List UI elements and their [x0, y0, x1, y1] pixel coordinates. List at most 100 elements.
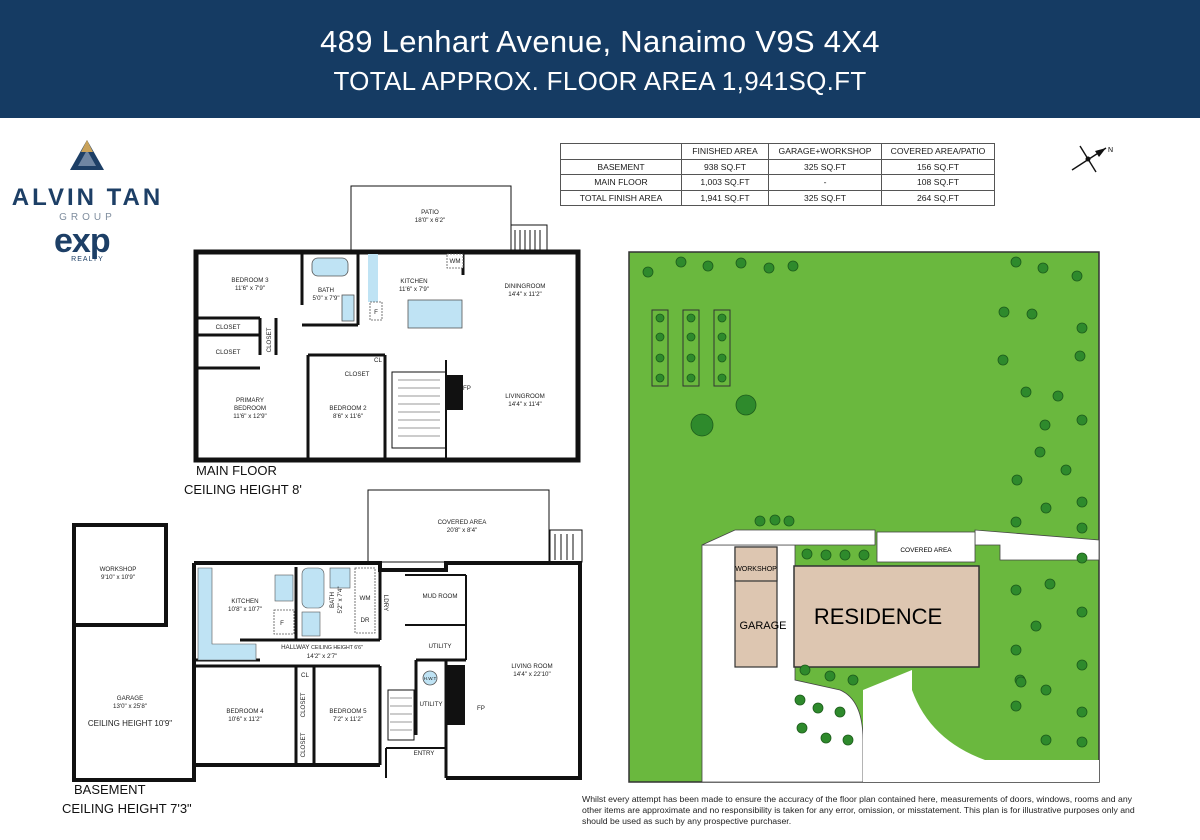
tree-icon: [655, 332, 665, 342]
tree-icon: [754, 515, 766, 527]
tree-icon: [675, 256, 687, 268]
main-stairs: [391, 371, 447, 449]
table-row: TOTAL FINISH AREA 1,941 SQ.FT 325 SQ.FT …: [560, 189, 995, 206]
fridge-icon: [273, 609, 295, 635]
closet-label: CLOSET: [300, 692, 307, 717]
table-header: [560, 143, 682, 160]
main-floor-title: MAIN FLOOR: [196, 463, 277, 478]
table-cell: 156 SQ.FT: [881, 158, 995, 175]
site-residence-label: RESIDENCE: [814, 604, 942, 629]
tree-icon: [787, 260, 799, 272]
washer-icon: [446, 253, 464, 269]
primary-dim: 11'6" x 12'9": [233, 413, 266, 420]
table-cell: 938 SQ.FT: [681, 158, 769, 175]
bedroom4-label: BEDROOM 4: [226, 708, 264, 715]
hallway-ceiling: CEILING HEIGHT 6'6": [311, 645, 363, 651]
closet-label: CLOSET: [300, 732, 307, 757]
mountain-logo-icon: [70, 140, 104, 170]
bedroom2-dim: 8'6" x 11'6": [333, 413, 363, 420]
tree-icon: [1020, 386, 1032, 398]
hallway-label: HALLWAY CEILING HEIGHT 6'6": [281, 644, 363, 651]
garage-dim: 13'0" x 25'8": [113, 703, 147, 710]
tree-icon: [812, 702, 824, 714]
table-row: MAIN FLOOR 1,003 SQ.FT - 108 SQ.FT: [560, 174, 995, 191]
tree-icon: [1076, 522, 1088, 534]
tree-icon: [1040, 502, 1052, 514]
tree-icon: [655, 373, 665, 383]
tree-icon: [858, 549, 870, 561]
tree-icon: [735, 394, 757, 416]
closet-label: CLOSET: [216, 349, 241, 356]
site-garage-label: GARAGE: [739, 620, 786, 632]
tree-icon: [702, 260, 714, 272]
patio: [350, 185, 512, 253]
tree-icon: [1076, 706, 1088, 718]
closet-label: CLOSET: [216, 324, 241, 331]
area-summary-table: FINISHED AREA GARAGE+WORKSHOP COVERED AR…: [560, 143, 995, 206]
kitchen-dim: 11'6" x 7'9": [399, 286, 429, 293]
tree-icon: [820, 732, 832, 744]
living-dim: 14'4" x 11'4": [508, 401, 541, 408]
tree-icon: [717, 313, 727, 323]
living-label: LIVINGROOM: [505, 393, 545, 400]
hwt-label: H.W.T: [424, 676, 437, 681]
ldry-label: LDRY: [382, 595, 389, 611]
bedroom3-label: BEDROOM 3: [231, 277, 269, 284]
site-workshop-label: WORKSHOP: [735, 566, 777, 573]
counter-icon: [368, 254, 378, 302]
dr-label: DR: [361, 617, 370, 624]
compass-icon: N: [1071, 145, 1113, 173]
tree-icon: [783, 515, 795, 527]
primary-label-2: BEDROOM: [234, 405, 266, 412]
tree-icon: [1034, 446, 1046, 458]
f-label: F: [374, 309, 378, 316]
tree-icon: [839, 549, 851, 561]
tree-icon: [686, 353, 696, 363]
tree-icon: [1071, 270, 1083, 282]
tree-icon: [690, 413, 714, 437]
primary-label: PRIMARY: [236, 397, 264, 404]
site-covered-area: [876, 531, 976, 563]
bedroom3-dim: 11'6" x 7'9": [235, 285, 265, 292]
tree-icon: [642, 266, 654, 278]
bath-dim: 5'2" x 7'4": [337, 586, 344, 613]
site-garage: [734, 546, 778, 668]
tree-icon: [769, 514, 781, 526]
dining-dim: 14'4" x 11'2": [508, 291, 541, 298]
workshop-label: WORKSHOP: [100, 566, 137, 573]
table-cell: 325 SQ.FT: [768, 158, 882, 175]
bedroom2-label: BEDROOM 2: [329, 405, 367, 412]
property-address: 489 Lenhart Avenue, Nanaimo V9S 4X4: [320, 24, 880, 59]
table-header: GARAGE+WORKSHOP: [768, 143, 882, 160]
patio-label: PATIO: [421, 209, 439, 216]
tree-icon: [735, 257, 747, 269]
table-cell: TOTAL FINISH AREA: [560, 189, 682, 206]
disclaimer-text: Whilst every attempt has been made to en…: [582, 794, 1135, 827]
mud-room-label: MUD ROOM: [422, 593, 457, 600]
main-floor-outline: [193, 249, 581, 463]
tree-icon: [655, 313, 665, 323]
tree-icon: [686, 313, 696, 323]
tree-icon: [1010, 700, 1022, 712]
garage-walls: [72, 563, 196, 782]
living-label: LIVING ROOM: [511, 663, 552, 670]
tree-icon: [1037, 262, 1049, 274]
water-heater-icon: [422, 670, 438, 686]
dining-label: DININGROOM: [505, 283, 546, 290]
brand-group: GROUP: [59, 212, 116, 223]
tree-icon: [1076, 552, 1088, 564]
main-floor-ceiling: CEILING HEIGHT 8': [184, 482, 302, 497]
utility2-label: UTILITY: [419, 701, 442, 708]
kitchen-label: KITCHEN: [400, 278, 427, 285]
tree-icon: [655, 353, 665, 363]
driveway: [701, 544, 864, 783]
tree-icon: [824, 670, 836, 682]
brand-name: ALVIN TAN: [11, 184, 164, 211]
wm-label: WM: [450, 258, 461, 265]
tree-icon: [1010, 644, 1022, 656]
workshop: [72, 523, 168, 627]
tree-icon: [1076, 606, 1088, 618]
table-header: COVERED AREA/PATIO: [881, 143, 995, 160]
header-banner: 489 Lenhart Avenue, Nanaimo V9S 4X4 TOTA…: [0, 0, 1200, 118]
